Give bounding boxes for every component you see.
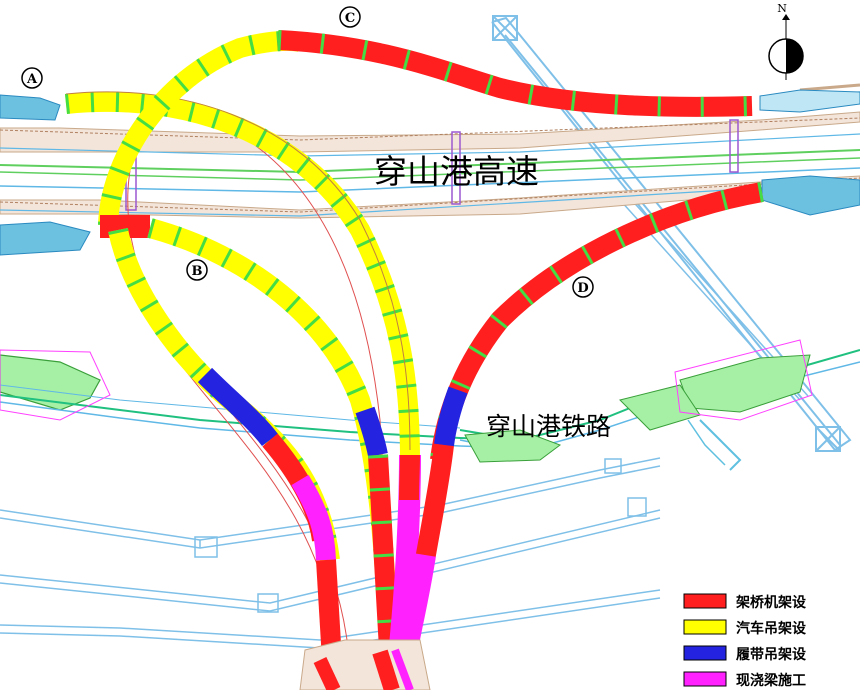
ramp-letter-d: D	[577, 281, 588, 296]
north-label: N	[777, 2, 787, 15]
left-water-features	[0, 89, 860, 256]
railway-corridor	[0, 339, 860, 471]
highway-label: 穿山港高速	[374, 152, 539, 191]
legend-swatch	[683, 593, 727, 609]
ramp-c	[98, 30, 753, 238]
background-roads	[0, 457, 661, 649]
bottom-junction	[299, 639, 431, 690]
ramp-label-a: A	[21, 67, 43, 89]
legend-swatch	[683, 671, 727, 687]
ramp-letter-c: C	[345, 11, 355, 26]
ramp-label-b: B	[186, 259, 208, 281]
north-arrow-icon	[782, 14, 790, 20]
ramp-letter-a: A	[26, 72, 38, 87]
legend-label: 履带吊架设	[736, 646, 807, 663]
legend-label: 现浇梁施工	[736, 672, 806, 689]
north-arrow: N	[768, 2, 804, 80]
railway-label: 穿山港铁路	[486, 412, 611, 441]
ramp-letter-b: B	[192, 264, 203, 279]
legend-swatch	[683, 619, 727, 635]
ramp-label-c: C	[339, 6, 361, 28]
ramp-label-d: D	[572, 276, 594, 298]
legend-swatch	[683, 645, 727, 661]
legend-label: 架桥机架设	[735, 594, 807, 611]
legend-label: 汽车吊架设	[736, 620, 807, 637]
